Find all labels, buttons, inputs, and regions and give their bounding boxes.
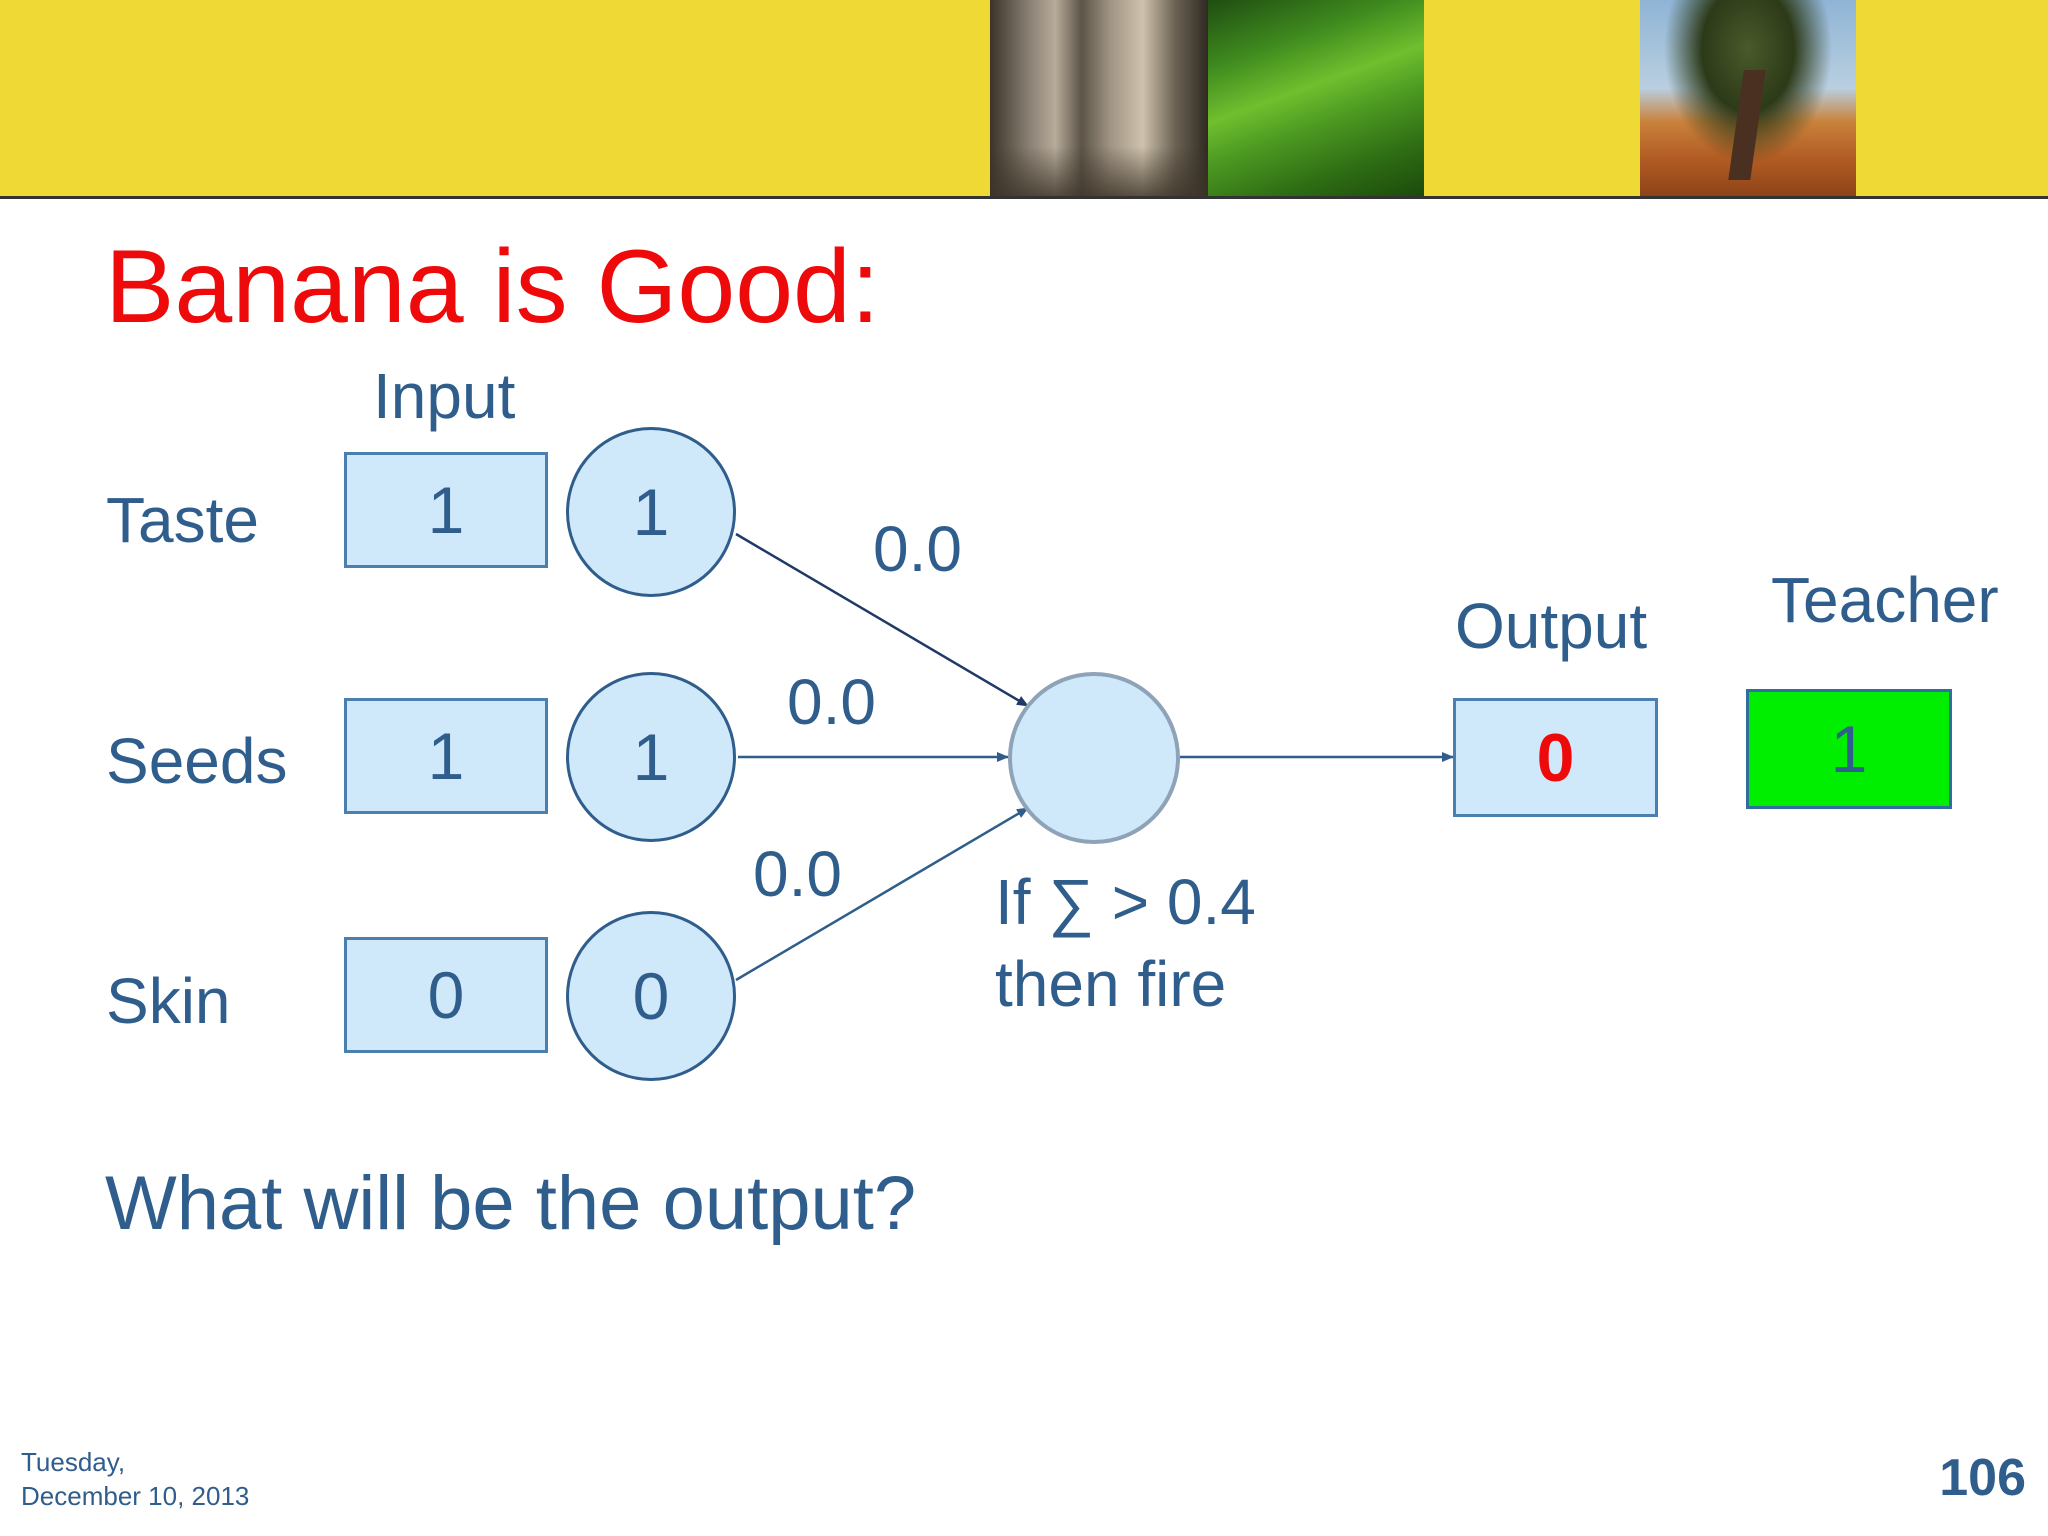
weight-skin: 0.0 [753,838,842,910]
input-node-skin: 0 [566,911,736,1081]
threshold-rule-line2: then fire [995,947,1227,1020]
input-label-taste: Taste [106,484,259,556]
slide-question: What will be the output? [105,1161,917,1246]
input-label-seeds: Seeds [106,725,288,797]
input-label-skin: Skin [106,965,231,1037]
input-box-skin: 0 [344,937,548,1053]
output-box: 0 [1453,698,1658,817]
input-header: Input [373,360,516,432]
banner-divider [0,196,2048,199]
footer-date-line1: Tuesday, [21,1447,126,1477]
teacher-header: Teacher [1771,564,1999,636]
footer-date-line2: December 10, 2013 [21,1480,250,1511]
input-node-taste: 1 [566,427,736,597]
summation-neuron [1008,672,1180,844]
threshold-rule-line1: If ∑ > 0.4 [995,866,1256,938]
teacher-box: 1 [1746,689,1952,809]
input-box-seeds: 1 [344,698,548,814]
weight-taste: 0.0 [873,513,962,585]
banner-photo-tree [1640,0,1856,196]
banner-photo-gap [1424,0,1640,196]
wire-skin [735,806,1029,982]
threshold-rule: If ∑ > 0.4 then fire [995,862,1256,1026]
slide-title: Banana is Good: [105,229,880,345]
weight-seeds: 0.0 [787,666,876,738]
banner-photo-forest [990,0,1208,196]
page-number: 106 [1939,1449,2026,1507]
footer-date: Tuesday, December 10, 2013 [21,1446,249,1514]
input-box-taste: 1 [344,452,548,568]
output-header: Output [1455,590,1648,662]
banner-photo-hill [1208,0,1424,196]
input-node-seeds: 1 [566,672,736,842]
wire-taste [735,532,1029,708]
